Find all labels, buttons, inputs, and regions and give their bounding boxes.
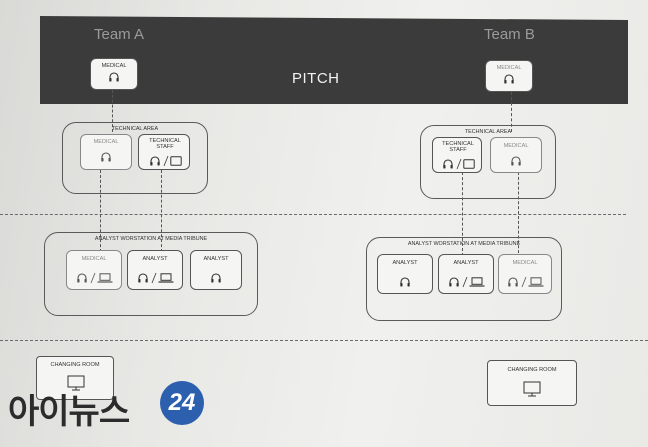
technical-area-b (420, 125, 556, 199)
headset-icon (101, 152, 111, 162)
ta-a-staff-box: TECHNICAL STAFF (138, 134, 190, 170)
laptop-icon (469, 277, 485, 287)
aw-b-analyst-2-box: ANALYST (438, 254, 494, 294)
team-a-label: Team A (94, 26, 145, 43)
separator-line-2 (0, 340, 648, 341)
changing-room-b-label: CHANGING ROOM (507, 367, 557, 373)
tablet-icon (463, 159, 475, 169)
aw-a-analyst-2-label: ANALYST (203, 256, 229, 262)
aw-a-medical-box: MEDICAL (66, 250, 122, 290)
pitch-medical-b-box: MEDICAL (485, 60, 533, 92)
headset-icon (138, 273, 148, 283)
slash-separator (456, 158, 462, 170)
headset-icon (504, 74, 514, 84)
changing-room-b-box: CHANGING ROOM (487, 360, 577, 406)
team-b-label: Team B (484, 26, 535, 43)
headset-icon (211, 273, 221, 283)
pitch-medical-b-label: MEDICAL (496, 65, 522, 71)
ta-b-staff-label: TECHNICAL STAFF (442, 141, 474, 154)
technical-area-a-title: TECHNICAL AREA (111, 126, 159, 132)
pitch-medical-a-box: MEDICAL (90, 58, 138, 90)
headset-icon (109, 72, 119, 82)
watermark-number: 24 (160, 381, 204, 425)
slash-separator (90, 272, 96, 284)
slash-separator (462, 276, 468, 288)
aw-a-medical-label: MEDICAL (81, 256, 107, 262)
headset-icon (400, 277, 410, 287)
headset-icon (443, 159, 453, 169)
headset-icon (511, 156, 521, 166)
watermark-text: 아이뉴스 (8, 393, 130, 431)
aw-a-analyst-2-box: ANALYST (190, 250, 242, 290)
aw-b-medical-label: MEDICAL (512, 260, 538, 266)
laptop-icon (528, 277, 544, 287)
technical-area-a (62, 122, 208, 194)
laptop-icon (97, 273, 113, 283)
ta-a-medical-box: MEDICAL (80, 134, 132, 170)
aw-b-analyst-2-label: ANALYST (453, 260, 479, 266)
changing-room-a-label: CHANGING ROOM (50, 362, 100, 368)
aw-b-analyst-1-box: ANALYST (377, 254, 433, 294)
aw-a-analyst-1-label: ANALYST (142, 256, 168, 262)
technical-area-b-title: TECHNICAL AREA (464, 129, 512, 135)
tablet-icon (170, 156, 182, 166)
laptop-icon (158, 273, 174, 283)
slash-separator (151, 272, 157, 284)
ta-a-staff-label: TECHNICAL STAFF (149, 138, 181, 151)
slash-separator (521, 276, 527, 288)
pitch-title: PITCH (292, 70, 340, 87)
headset-icon (150, 156, 160, 166)
ta-a-medical-label: MEDICAL (93, 139, 119, 145)
headset-icon (508, 277, 518, 287)
monitor-icon (67, 375, 85, 391)
ta-b-staff-box: TECHNICAL STAFF (432, 137, 482, 173)
analyst-workstation-a-title: ANALYST WORSTATION AT MEDIA TRIBUNE (94, 236, 208, 242)
headset-icon (449, 277, 459, 287)
headset-icon (77, 273, 87, 283)
pitch-medical-a-label: MEDICAL (101, 63, 127, 69)
connector-medical-b-analyst (518, 172, 519, 258)
ta-b-medical-box: MEDICAL (490, 137, 542, 173)
connector-medical-a-analyst (100, 170, 101, 252)
aw-a-analyst-1-box: ANALYST (127, 250, 183, 290)
connector-staff-a-analyst (161, 170, 162, 252)
analyst-workstation-a (44, 232, 258, 316)
monitor-icon (523, 381, 541, 397)
separator-line-1 (0, 214, 626, 215)
changing-room-a-box: CHANGING ROOM (36, 356, 114, 400)
slash-separator (163, 155, 169, 167)
connector-pitch-medical-b (511, 92, 512, 132)
analyst-workstation-b (366, 237, 562, 321)
aw-b-analyst-1-label: ANALYST (392, 260, 418, 266)
connector-pitch-medical-a (112, 90, 113, 132)
ta-b-medical-label: MEDICAL (503, 143, 529, 149)
analyst-workstation-b-title: ANALYST WORSTATION AT MEDIA TRIBUNE (407, 241, 521, 247)
aw-b-medical-box: MEDICAL (498, 254, 552, 294)
